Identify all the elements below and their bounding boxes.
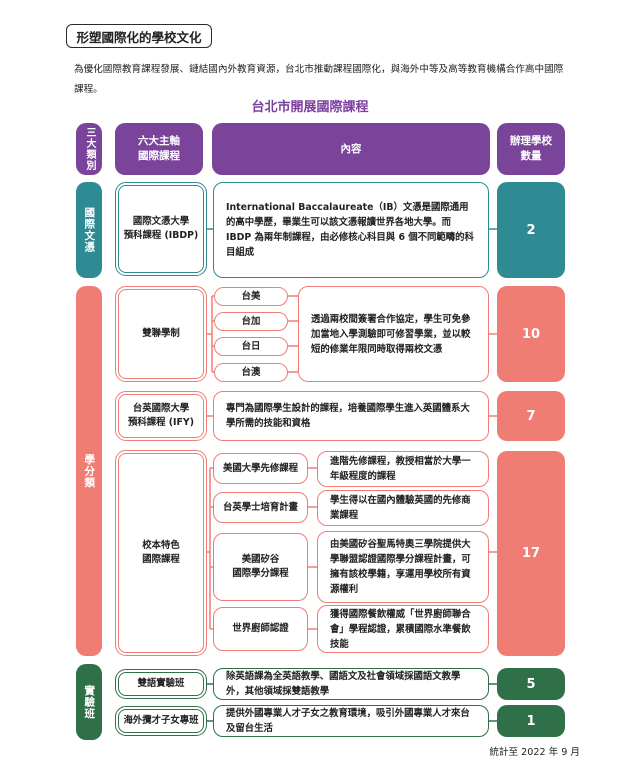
- count-bilingual: 5: [497, 668, 565, 700]
- track-ibdp: 國際文憑大學 預科課程 (IBDP): [115, 182, 207, 276]
- partner-taiwan-japan: 台日: [214, 337, 288, 356]
- header-track: 六大主軸 國際課程: [115, 123, 203, 175]
- sub-world-chef: 世界廚師認證: [213, 607, 308, 651]
- stat-date-note: 統計至 2022 年 9 月: [489, 747, 580, 758]
- sub-uk-bachelor-plan: 台英學士培育計畫: [213, 492, 308, 523]
- section-heading: 形塑國際化的學校文化: [66, 24, 212, 48]
- header-category: 三大類別: [76, 123, 102, 175]
- header-content: 內容: [212, 123, 490, 175]
- partner-taiwan-canada: 台加: [214, 312, 288, 331]
- partner-taiwan-us: 台美: [214, 287, 288, 306]
- category-ib-diploma: 國際文憑: [76, 182, 102, 278]
- category-experimental: 實驗班: [76, 664, 102, 740]
- intro-paragraph: 為優化國際教育課程發展、鏈結國內外教育資源，台北市推動課程國際化，與海外中等及高…: [74, 64, 564, 95]
- desc-bilingual: 除英語課為全英語教學、國語文及社會領域採國語文教學外，其他領域採雙語教學: [213, 668, 489, 700]
- count-ibdp: 2: [497, 182, 565, 278]
- chart-title: 台北市開展國際課程: [251, 100, 369, 115]
- track-overseas-talent: 海外攬才子女專班: [115, 706, 207, 736]
- track-school-based: 校本特色 國際課程: [115, 450, 207, 656]
- track-dual-degree: 雙聯學制: [115, 286, 207, 382]
- partner-taiwan-australia: 台澳: [214, 363, 288, 382]
- desc-overseas-talent: 提供外國專業人才子女之教育環境，吸引外國專業人才來台及留台生活: [213, 705, 489, 737]
- desc-ify: 專門為國際學生設計的課程，培養國際學生進入英國體系大學所需的技能和資格: [213, 391, 489, 441]
- track-ify: 台英國際大學 預科課程 (IFY): [115, 391, 207, 441]
- desc-ap-course: 進階先修課程，教授相當於大學一年級程度的課程: [317, 451, 489, 487]
- sub-silicon-valley: 美國矽谷 國際學分課程: [213, 533, 308, 601]
- category-credit: 學分類: [76, 286, 102, 656]
- desc-dual-degree: 透過兩校間簽署合作協定，學生可免參加當地入學測驗即可修習學業，並以較短的修業年限…: [298, 286, 489, 382]
- sub-ap-course: 美國大學先修課程: [213, 453, 308, 484]
- desc-ibdp: International Baccalaureate（IB）文憑是國際通用的高…: [213, 182, 489, 278]
- desc-uk-bachelor-plan: 學生得以在國內體驗英國的先修商業課程: [317, 490, 489, 526]
- desc-silicon-valley: 由美國矽谷聖馬特奧三學院提供大學聯盟認證國際學分課程計畫，可擁有該校學籍，享運用…: [317, 531, 489, 603]
- track-bilingual: 雙語實驗班: [115, 669, 207, 699]
- count-overseas-talent: 1: [497, 705, 565, 737]
- header-count: 辦理學校 數量: [497, 123, 565, 175]
- count-ify: 7: [497, 391, 565, 441]
- count-school-based: 17: [497, 451, 565, 656]
- desc-world-chef: 獲得國際餐飲權威「世界廚師聯合會」學程認證，累積國際水準餐飲技能: [317, 605, 489, 653]
- count-dual-degree: 10: [497, 286, 565, 382]
